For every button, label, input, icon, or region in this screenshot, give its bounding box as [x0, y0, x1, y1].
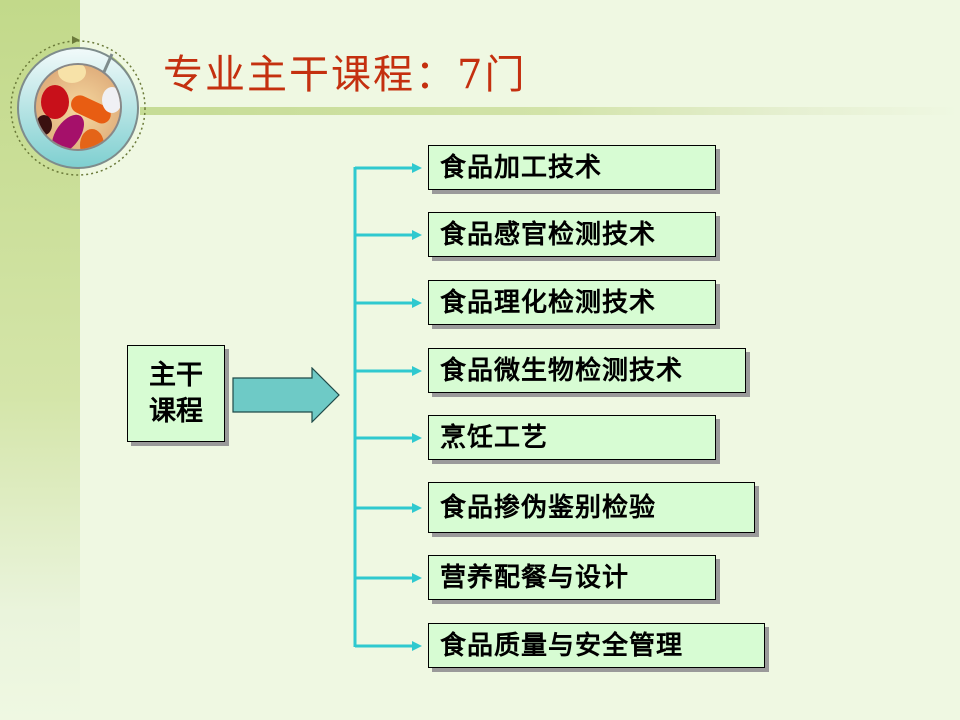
- title-underline-bar: [140, 107, 960, 115]
- pill-white: [102, 87, 120, 113]
- pill-capsule: [71, 95, 111, 124]
- connector-arrowhead-icon: [412, 433, 422, 443]
- block-arrow-right-icon: [232, 367, 340, 423]
- pills-logo-icon: [10, 36, 146, 176]
- logo-arrow-tip: [72, 36, 80, 44]
- pill-red: [41, 85, 69, 119]
- root-node-line2: 课程: [149, 395, 203, 427]
- course-box: 食品掺伪鉴别检验: [428, 482, 755, 533]
- connector-arrowhead-icon: [412, 366, 422, 376]
- connector-arrowhead-icon: [412, 641, 422, 651]
- connector-arrowhead-icon: [412, 503, 422, 513]
- connector-arrowhead-icon: [412, 230, 422, 240]
- pill-magenta: [52, 114, 84, 149]
- connector-arrowhead-icon: [412, 573, 422, 583]
- course-box: 食品质量与安全管理: [428, 623, 765, 668]
- course-box: 食品感官检测技术: [428, 212, 716, 257]
- connector-arrowhead-icon: [412, 298, 422, 308]
- pill-orange: [80, 129, 104, 149]
- root-node-main-courses: 主干 课程: [127, 345, 225, 442]
- course-box: 食品微生物检测技术: [428, 348, 746, 393]
- slide-title: 专业主干课程：7门: [163, 52, 527, 98]
- connector-arrowhead-icon: [412, 163, 422, 173]
- root-node-line1: 主干: [149, 359, 203, 391]
- logo-ring-slash: [102, 53, 114, 73]
- course-box: 食品理化检测技术: [428, 280, 716, 325]
- course-box: 营养配餐与设计: [428, 555, 716, 600]
- course-box: 食品加工技术: [428, 145, 716, 190]
- course-box: 烹饪工艺: [428, 415, 716, 460]
